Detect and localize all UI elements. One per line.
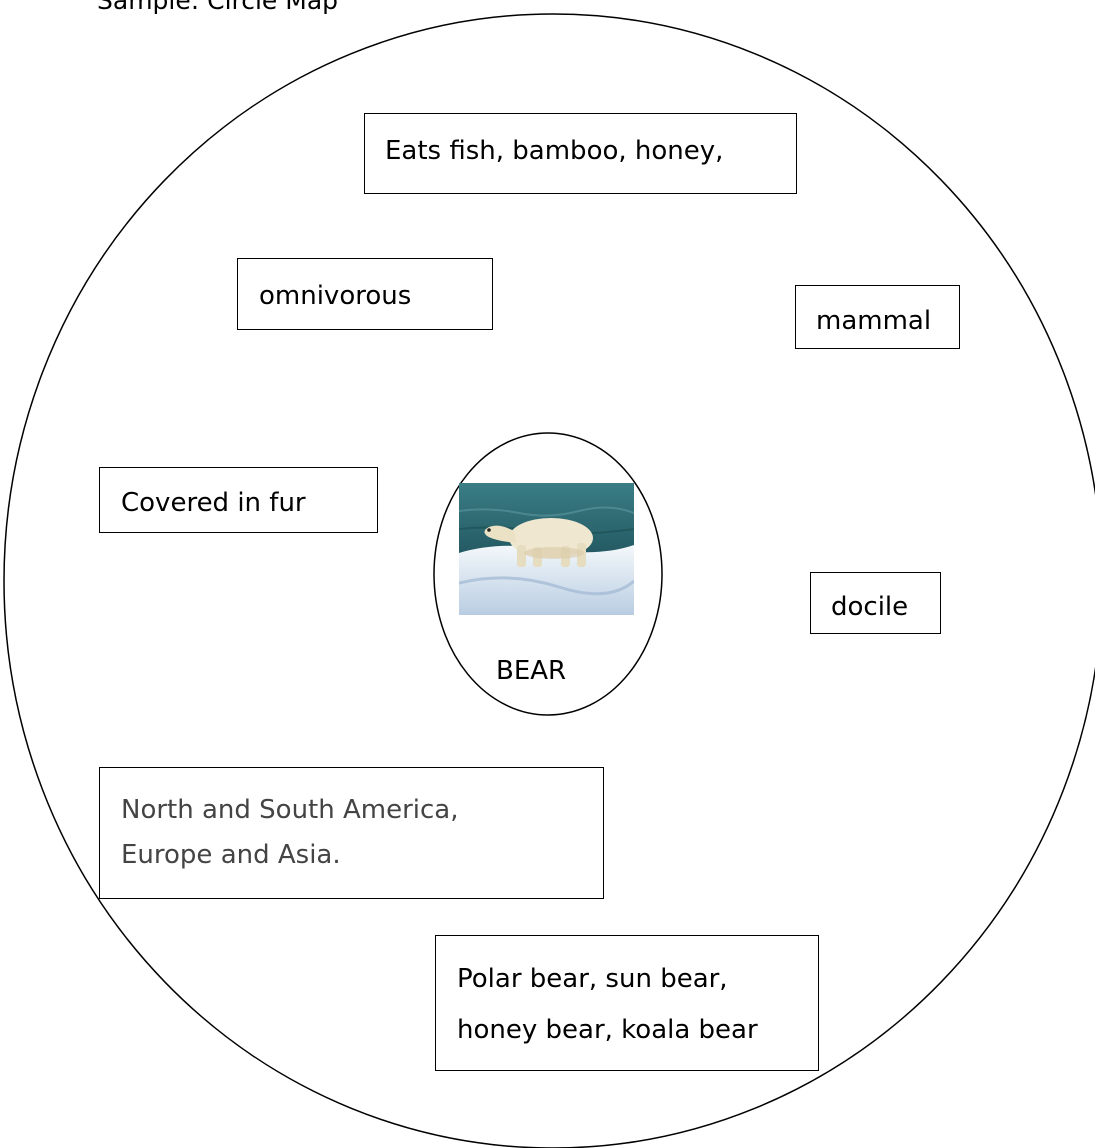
attribute-diet-text: omnivorous <box>259 281 412 311</box>
attribute-species-line-1: Polar bear, sun bear, <box>457 964 728 994</box>
attribute-food-text: Eats fish, bamboo, honey, <box>385 136 724 166</box>
attribute-species-line-2: honey bear, koala bear <box>457 1015 758 1045</box>
polar-bear-icon <box>484 518 593 567</box>
attribute-box-food: Eats fish, bamboo, honey, <box>364 113 797 194</box>
polar-bear-image <box>459 483 634 615</box>
outer-frame-circle <box>3 13 1095 1148</box>
polar-bear-photo <box>459 483 634 615</box>
attribute-fur-text: Covered in fur <box>121 488 306 518</box>
attribute-box-fur: Covered in fur <box>99 467 378 533</box>
inner-topic-circle <box>433 432 663 716</box>
topic-label: BEAR <box>496 656 567 686</box>
attribute-range-line-1: North and South America, <box>121 795 459 825</box>
attribute-box-diet: omnivorous <box>237 258 493 330</box>
attribute-temperament-text: docile <box>831 592 909 622</box>
attribute-box-species: Polar bear, sun bear, honey bear, koala … <box>435 935 819 1071</box>
attribute-range-line-2: Europe and Asia. <box>121 840 341 870</box>
attribute-class-text: mammal <box>816 306 932 336</box>
diagram-caption: Sample: Circle Map <box>97 0 339 15</box>
attribute-box-temperament: docile <box>810 572 941 634</box>
attribute-box-class: mammal <box>795 285 960 349</box>
attribute-box-range: North and South America, Europe and Asia… <box>99 767 604 899</box>
